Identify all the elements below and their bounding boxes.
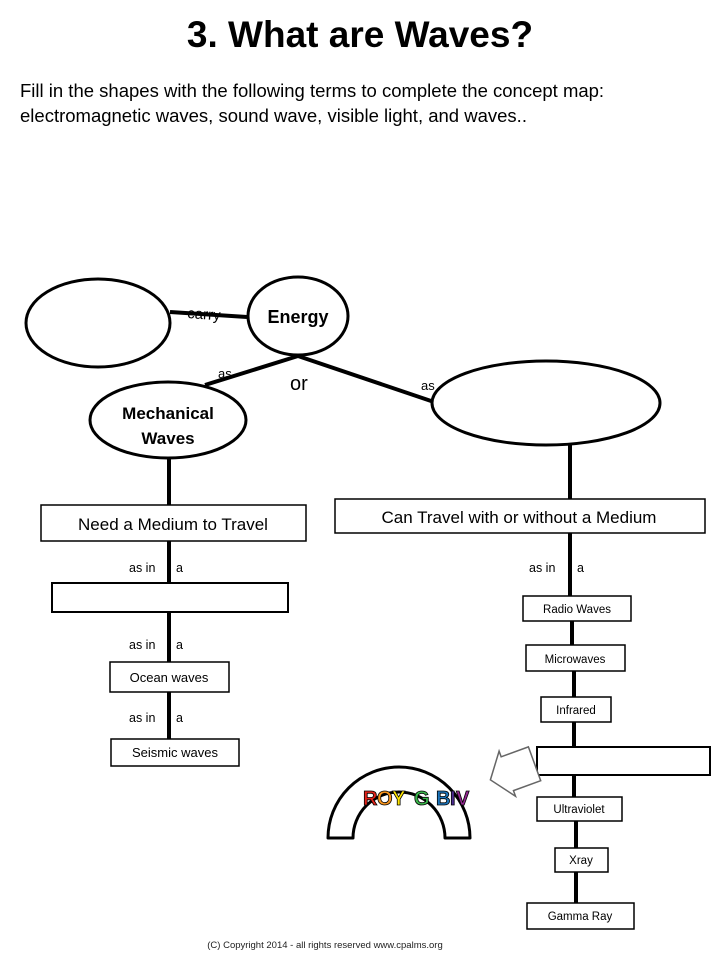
seismic-waves-label: Seismic waves <box>132 745 218 760</box>
blank-box-visible-light[interactable] <box>536 746 711 776</box>
a-label-1: a <box>176 561 183 575</box>
a-label-2: a <box>176 638 183 652</box>
link-label-or: or <box>290 373 308 395</box>
a-label-4: a <box>577 561 584 575</box>
energy-oval <box>246 275 350 357</box>
link-label-carry: carry <box>187 305 222 324</box>
radio-waves-box <box>522 595 632 622</box>
rainbow-letter-o: O <box>377 788 393 810</box>
mechanical-label-line1: Mechanical <box>122 404 214 423</box>
rainbow-letter-v: V <box>456 788 470 810</box>
can-travel-box <box>334 498 706 534</box>
blank-oval-electromagnetic[interactable] <box>430 359 662 447</box>
seismic-waves-box <box>110 738 240 767</box>
ultraviolet-box <box>536 796 623 822</box>
infrared-label: Infrared <box>556 705 596 717</box>
need-medium-box <box>40 504 307 542</box>
rainbow-letter-g: G <box>414 788 430 810</box>
as-in-label-1: as in <box>129 561 155 575</box>
blank-box-sound-wave[interactable] <box>51 582 289 613</box>
line-energy-right <box>297 354 438 405</box>
radio-waves-label: Radio Waves <box>543 604 611 616</box>
mechanical-label-line2: Waves <box>141 429 194 448</box>
microwaves-box <box>525 644 626 672</box>
ultraviolet-label: Ultraviolet <box>553 804 605 816</box>
infrared-box <box>540 696 612 723</box>
rainbow-letter-b: B <box>436 788 450 810</box>
mechanical-waves-oval <box>88 380 248 460</box>
xray-label: Xray <box>569 855 593 867</box>
energy-label: Energy <box>267 307 328 327</box>
blank-oval-waves[interactable] <box>24 277 172 369</box>
copyright-footer: (C) Copyright 2014 - all rights reserved… <box>207 940 443 951</box>
as-in-label-3: as in <box>129 711 155 725</box>
roygbiv-label: R O Y G B I V <box>363 788 471 811</box>
a-label-3: a <box>176 711 183 725</box>
gamma-ray-label: Gamma Ray <box>548 911 613 923</box>
rainbow-letter-y: Y <box>392 788 406 810</box>
instructions-text: Fill in the shapes with the following te… <box>20 80 605 126</box>
link-label-as-right: as <box>421 378 435 393</box>
xray-box <box>554 847 609 873</box>
ocean-waves-label: Ocean waves <box>130 670 209 685</box>
line-blank-energy <box>169 310 248 319</box>
link-label-as-left: as <box>218 366 232 381</box>
rainbow-letter-r: R <box>363 788 378 810</box>
as-in-label-2: as in <box>129 638 155 652</box>
need-medium-label: Need a Medium to Travel <box>78 515 268 534</box>
line-energy-mechanical <box>204 354 299 387</box>
page-title: 3. What are Waves? <box>186 14 534 55</box>
as-in-label-4: as in <box>529 561 555 575</box>
arrow-to-rainbow-icon <box>489 745 542 799</box>
rainbow-arch-icon <box>326 765 472 840</box>
rainbow-letter-i: I <box>450 788 456 810</box>
connectors <box>167 310 578 903</box>
ocean-waves-box <box>109 661 230 693</box>
microwaves-label: Microwaves <box>545 654 606 666</box>
gamma-ray-box <box>526 902 635 930</box>
can-travel-label: Can Travel with or without a Medium <box>382 508 657 527</box>
